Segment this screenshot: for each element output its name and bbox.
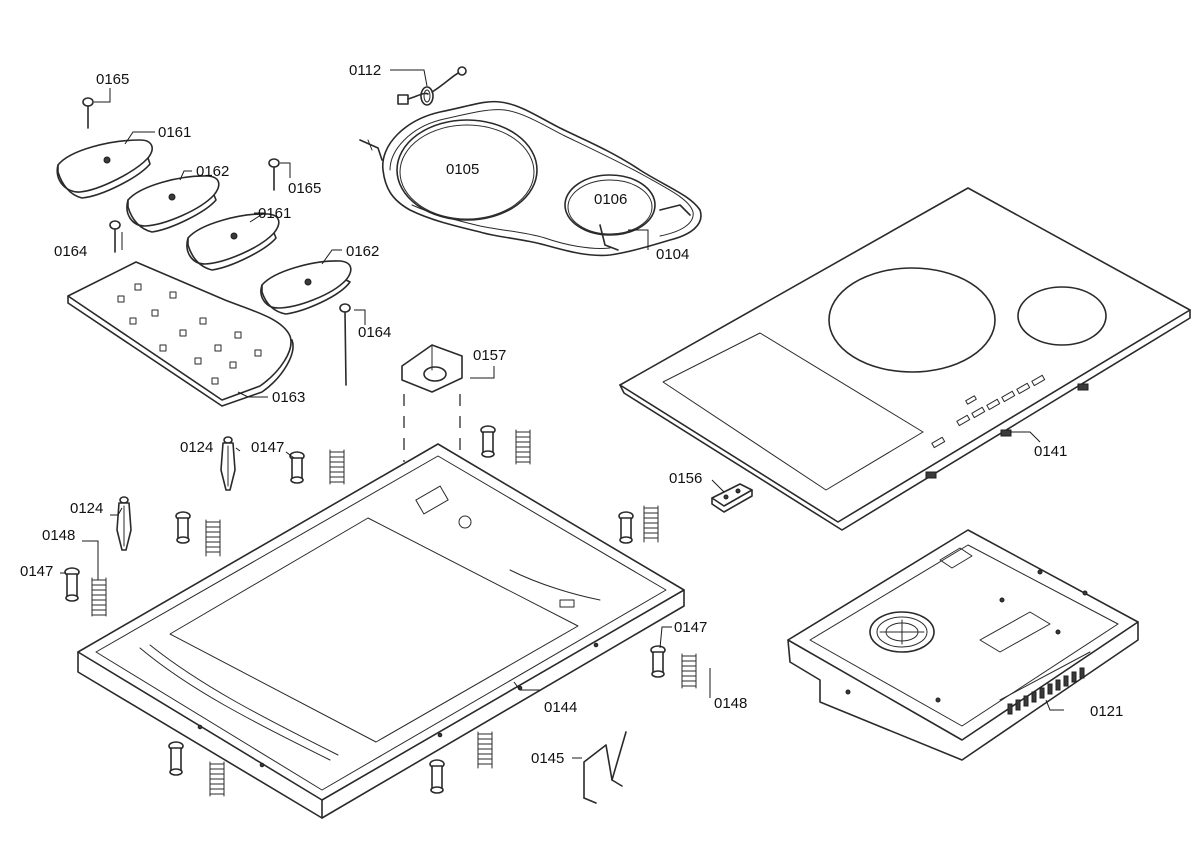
part-0124-clip-a: [220, 436, 236, 491]
label-0147-a: 0147: [251, 439, 284, 456]
part-0165-screw-a: [82, 97, 94, 129]
part-0124-clip-b: [116, 496, 132, 551]
label-0147-b: 0147: [20, 563, 53, 580]
part-0164-screw-a: [109, 220, 121, 253]
part-0141-cooktop-glass: [619, 187, 1191, 531]
part-0144-housing-tray: [77, 443, 685, 819]
label-0162-b: 0162: [346, 243, 379, 260]
part-0157-bracket: [401, 344, 463, 393]
label-0165-a: 0165: [96, 71, 129, 88]
label-0124-a: 0124: [180, 439, 213, 456]
part-spring-f: [643, 505, 659, 543]
part-0147-foot-c: [650, 645, 666, 678]
label-0165-b: 0165: [288, 180, 321, 197]
label-0161-b: 0161: [258, 205, 291, 222]
callout-labels: 0112 0165 0161 0162 0165 0161 0164 0162 …: [20, 62, 1123, 767]
label-0147-c: 0147: [674, 619, 707, 636]
label-0156: 0156: [669, 470, 702, 487]
part-foot-d: [480, 425, 496, 458]
part-0161-holder-b: [186, 213, 280, 271]
part-0161-holder-a: [56, 139, 153, 199]
label-0144: 0144: [544, 699, 577, 716]
label-0164-b: 0164: [358, 324, 391, 341]
label-0124-b: 0124: [70, 500, 103, 517]
label-0148-a: 0148: [42, 527, 75, 544]
label-0161-a: 0161: [158, 124, 191, 141]
leader-lines: [60, 69, 1064, 759]
part-0121-electronics-base: [787, 529, 1139, 761]
label-0104: 0104: [656, 246, 689, 263]
label-0112: 0112: [349, 62, 381, 79]
part-foot-h: [429, 759, 445, 794]
part-0164-screw-b: [339, 303, 351, 386]
part-0165-screw-b: [268, 158, 280, 191]
label-0157: 0157: [473, 347, 506, 364]
label-0162-a: 0162: [196, 163, 229, 180]
part-0104-coil-frame: [359, 100, 702, 257]
label-0141: 0141: [1034, 443, 1067, 460]
label-0105: 0105: [446, 161, 479, 178]
part-spring-c: [329, 449, 345, 485]
label-0106: 0106: [594, 191, 627, 208]
label-0145: 0145: [531, 750, 564, 767]
part-foot-g: [168, 741, 184, 776]
part-0145-clip: [583, 731, 627, 804]
label-0148-b: 0148: [714, 695, 747, 712]
part-0148-spring-a: [91, 577, 107, 617]
part-0105-large-coil: [396, 119, 538, 221]
part-spring-e: [205, 519, 221, 557]
part-0148-spring-b: [681, 653, 697, 689]
part-foot-e: [175, 511, 191, 544]
label-0121: 0121: [1090, 703, 1123, 720]
label-0164-a: 0164: [54, 243, 87, 260]
part-0112-sensor: [397, 66, 467, 106]
label-0163: 0163: [272, 389, 305, 406]
part-spring-d: [515, 429, 531, 465]
part-0162-holder-a: [126, 175, 220, 233]
part-0147-foot-b: [64, 567, 80, 602]
part-0106-small-coil: [564, 174, 656, 236]
part-0163-mounting-plate: [67, 261, 294, 407]
part-0162-holder-b: [260, 260, 352, 315]
part-spring-g: [477, 731, 493, 769]
part-foot-f: [618, 511, 634, 544]
part-spring-h: [209, 761, 225, 797]
part-0156-connector: [711, 483, 753, 513]
